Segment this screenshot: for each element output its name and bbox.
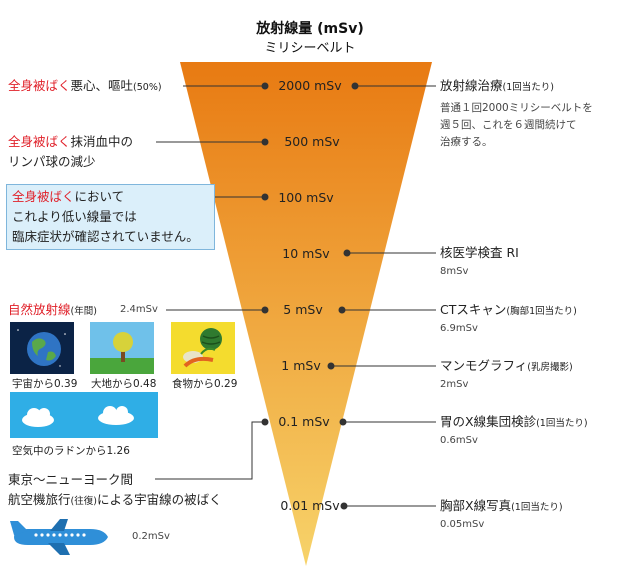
no-symptom-note: 全身被ばくにおいて これより低い線量では 臨床症状が確認されていません。 — [12, 189, 199, 244]
effect-nausea: 全身被ばく悪心、嘔吐(50%) — [8, 78, 162, 93]
dose-level-label: 0.01 mSv — [280, 498, 340, 513]
radon-caption: 空気中のラドンから1.26 — [12, 445, 130, 457]
diagram-title: 放射線量 (mSv) — [256, 21, 364, 37]
dose-level-label: 10 mSv — [282, 246, 330, 261]
space-earth-image — [10, 322, 74, 374]
mammography-value: 2mSv — [440, 379, 469, 390]
natural-radiation-heading: 自然放射線(年間) — [8, 302, 97, 317]
chest-xray-value: 0.05mSv — [440, 519, 485, 530]
nuclear-medicine-label: 核医学検査 RI — [440, 245, 519, 260]
flight-exposure-text: 東京～ニューヨーク間 航空機旅行(往復)による宇宙線の被ばく — [8, 472, 222, 507]
food-vegetables-image — [171, 322, 235, 374]
earth-caption: 大地から0.48 — [91, 378, 157, 390]
dose-level-label: 0.1 mSv — [278, 414, 330, 429]
dose-level-label: 100 mSv — [278, 190, 334, 205]
diagram-subtitle: ミリシーベルト — [264, 41, 356, 56]
ct-scan-label: CTスキャン(胸部1回当たり) — [440, 302, 577, 317]
stomach-xray-label: 胃のX線集団検診(1回当たり) — [440, 414, 588, 429]
earth-tree-image — [90, 322, 154, 374]
effect-lymphocyte: 全身被ばく抹消血中の リンパ球の減少 — [8, 134, 134, 169]
dose-level-label: 500 mSv — [284, 134, 340, 149]
mammography-label: マンモグラフィ(乳房撮影) — [440, 358, 573, 373]
food-caption: 食物から0.29 — [172, 378, 238, 390]
space-caption: 宇宙から0.39 — [12, 378, 78, 390]
connector-line — [155, 421, 262, 480]
radiotherapy-label: 放射線治療(1回当たり) — [440, 78, 554, 93]
ct-scan-value: 6.9mSv — [440, 323, 478, 334]
airplane-icon — [10, 519, 108, 555]
chest-xray-label: 胸部X線写真(1回当たり) — [440, 498, 563, 513]
dose-level-label: 5 mSv — [283, 302, 323, 317]
air-sky-image — [10, 392, 158, 438]
flight-value: 0.2mSv — [132, 531, 170, 542]
dose-level-label: 1 mSv — [281, 358, 321, 373]
stomach-xray-value: 0.6mSv — [440, 435, 478, 446]
cone-shape — [180, 62, 432, 566]
natural-radiation-value: 2.4mSv — [120, 304, 158, 315]
radiotherapy-description: 普通１回2000ミリシーベルトを 週５回、これを６週間続けて 治療する。 — [440, 102, 593, 148]
dose-level-label: 2000 mSv — [278, 78, 342, 93]
no-symptom-note-box — [6, 184, 215, 250]
nuclear-medicine-value: 8mSv — [440, 266, 469, 277]
